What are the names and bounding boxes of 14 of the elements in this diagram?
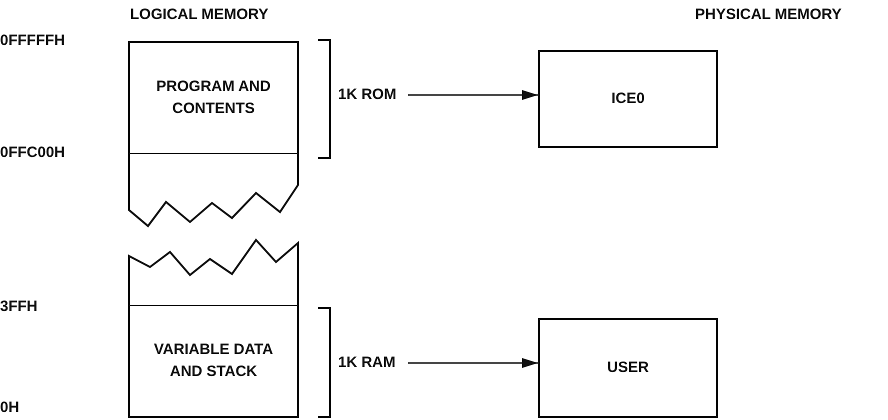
column-heading: LOGICAL MEMORY: [130, 6, 268, 23]
arrow: [408, 90, 538, 100]
address-label: 3FFH: [0, 298, 38, 315]
memory-box: USER: [538, 318, 718, 418]
memory-box: ICE0: [538, 50, 718, 148]
memory-block: PROGRAM AND CONTENTS: [128, 41, 299, 154]
memory-block: VARIABLE DATA AND STACK: [128, 305, 299, 418]
address-label: 0H: [0, 399, 20, 416]
address-label: 0FFFFFH: [0, 32, 65, 49]
arrow: [408, 358, 538, 368]
size-label: 1K RAM: [338, 352, 408, 374]
column-heading: PHYSICAL MEMORY: [695, 6, 842, 23]
size-label: 1K ROM: [338, 84, 408, 106]
address-label: 0FFC00H: [0, 144, 66, 161]
